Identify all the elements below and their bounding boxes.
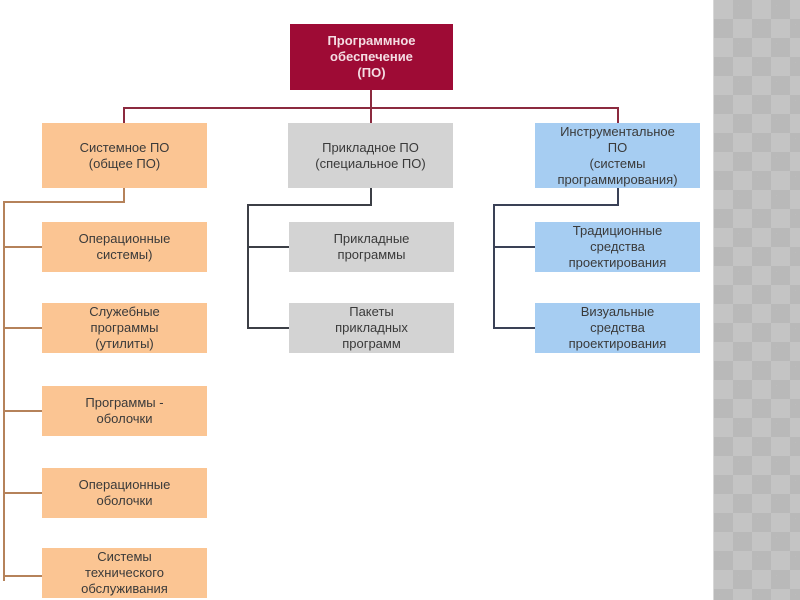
- connector-system-child-1: [3, 246, 43, 248]
- node-operating-systems: Операционные системы): [42, 222, 207, 272]
- node-applied-programs: Прикладные программы: [289, 222, 454, 272]
- connector-to-system: [123, 107, 125, 123]
- node-tool-software: Инструментальное ПО (системы программиро…: [535, 123, 700, 188]
- root-node-software: Программное обеспечение (ПО): [290, 24, 453, 90]
- connector-applied-trunk: [247, 204, 249, 328]
- connector-tools-child-1: [493, 246, 535, 248]
- connector-system-child-5: [3, 575, 43, 577]
- connector-tools-down: [617, 188, 619, 205]
- connector-applied-down: [370, 188, 372, 205]
- connector-root-horizontal: [123, 107, 619, 109]
- node-applied-software: Прикладное ПО (специальное ПО): [288, 123, 453, 188]
- connector-system-child-3: [3, 410, 43, 412]
- decorative-side-panel: [713, 0, 800, 600]
- connector-tools-child-2: [493, 327, 535, 329]
- node-maintenance-systems: Системы технического обслуживания: [42, 548, 207, 598]
- connector-system-down: [123, 188, 125, 202]
- connector-to-tools: [617, 107, 619, 123]
- connector-system-horizontal: [3, 201, 125, 203]
- connector-tools-horizontal: [493, 204, 619, 206]
- node-system-software: Системное ПО (общее ПО): [42, 123, 207, 188]
- node-utilities: Служебные программы (утилиты): [42, 303, 207, 353]
- connector-system-child-2: [3, 327, 43, 329]
- connector-system-trunk: [3, 201, 5, 581]
- connector-system-child-4: [3, 492, 43, 494]
- node-traditional-design-tools: Традиционные средства проектирования: [535, 222, 700, 272]
- connector-applied-child-1: [247, 246, 289, 248]
- node-applied-packages: Пакеты прикладных программ: [289, 303, 454, 353]
- node-visual-design-tools: Визуальные средства проектирования: [535, 303, 700, 353]
- node-operating-shells: Операционные оболочки: [42, 468, 207, 518]
- node-shell-programs: Программы - оболочки: [42, 386, 207, 436]
- connector-applied-child-2: [247, 327, 289, 329]
- connector-tools-trunk: [493, 204, 495, 328]
- connector-root-down: [370, 90, 372, 123]
- connector-applied-horizontal: [247, 204, 372, 206]
